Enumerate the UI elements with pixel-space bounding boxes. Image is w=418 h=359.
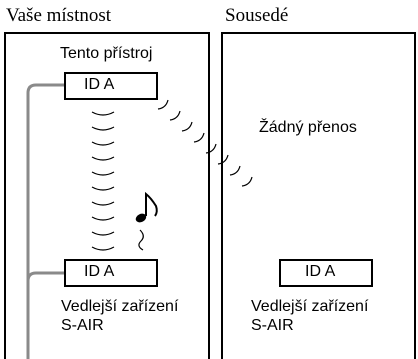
sub-unit-id-box: ID A — [64, 259, 158, 287]
music-note-icon — [135, 191, 158, 251]
sub-unit-label-line2: S-AIR — [61, 317, 104, 334]
radio-wave-icon — [91, 111, 115, 251]
radio-wave-icon-diagonal — [157, 99, 253, 187]
no-transmission-message: Žádný přenos — [259, 119, 357, 136]
connector-line-branch — [26, 271, 68, 282]
main-unit-label: Tento přístroj — [60, 45, 153, 62]
neighbor-sub-unit-label-line1: Vedlejší zařízení — [251, 298, 369, 315]
neighbor-sub-unit-id-box: ID A — [279, 259, 373, 287]
neighbor-room-outline — [221, 32, 416, 359]
your-room-title: Vaše místnost — [6, 5, 112, 26]
neighbor-sub-unit-label-line2: S-AIR — [251, 317, 294, 334]
your-room-outline — [4, 32, 210, 359]
sub-unit-label-line1: Vedlejší zařízení — [61, 298, 179, 315]
connector-line — [26, 83, 68, 359]
neighbor-room-title: Sousedé — [225, 5, 289, 26]
main-unit-id-box: ID A — [64, 72, 158, 100]
